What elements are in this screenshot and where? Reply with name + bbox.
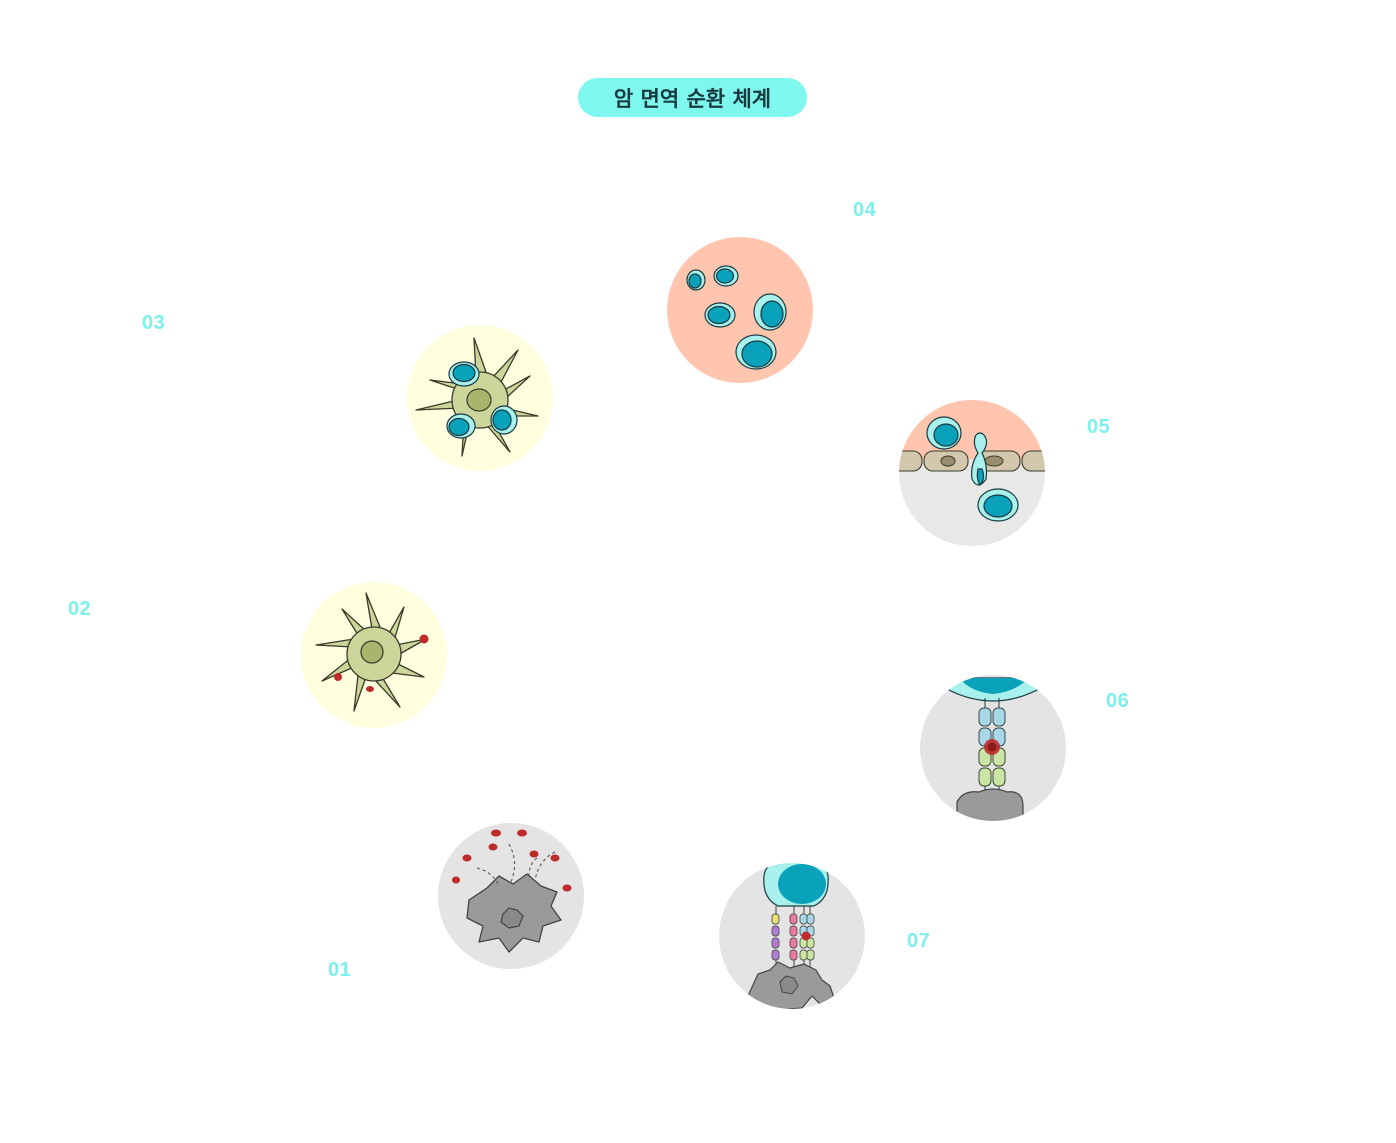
step-number-07: 07 bbox=[907, 930, 931, 952]
step-number-01: 01 bbox=[328, 959, 352, 981]
step-number-02: 02 bbox=[68, 598, 92, 620]
step-number-04: 04 bbox=[853, 199, 877, 221]
t-cell-trafficking-icon bbox=[667, 237, 813, 383]
diagram-title: 암 면역 순환 체계 bbox=[578, 78, 807, 117]
tumor-cell-killing-icon bbox=[719, 863, 865, 1009]
step-number-06: 06 bbox=[1106, 690, 1130, 712]
step-number-03: 03 bbox=[142, 312, 166, 334]
stage-01 bbox=[437, 822, 585, 970]
stage-02 bbox=[300, 581, 448, 729]
stage-05 bbox=[898, 399, 1046, 547]
stage-03 bbox=[406, 324, 554, 472]
stage-06 bbox=[919, 674, 1067, 822]
stage-07 bbox=[718, 862, 866, 1010]
dendritic-cell-t-cell-priming-icon bbox=[407, 325, 553, 471]
t-cell-recognition-icon bbox=[920, 675, 1066, 821]
step-number-05: 05 bbox=[1087, 416, 1111, 438]
dendritic-cell-antigen-capture-icon bbox=[301, 582, 447, 728]
tumor-antigen-release-icon bbox=[438, 823, 584, 969]
stage-04 bbox=[666, 236, 814, 384]
t-cell-infiltration-icon bbox=[899, 400, 1045, 546]
